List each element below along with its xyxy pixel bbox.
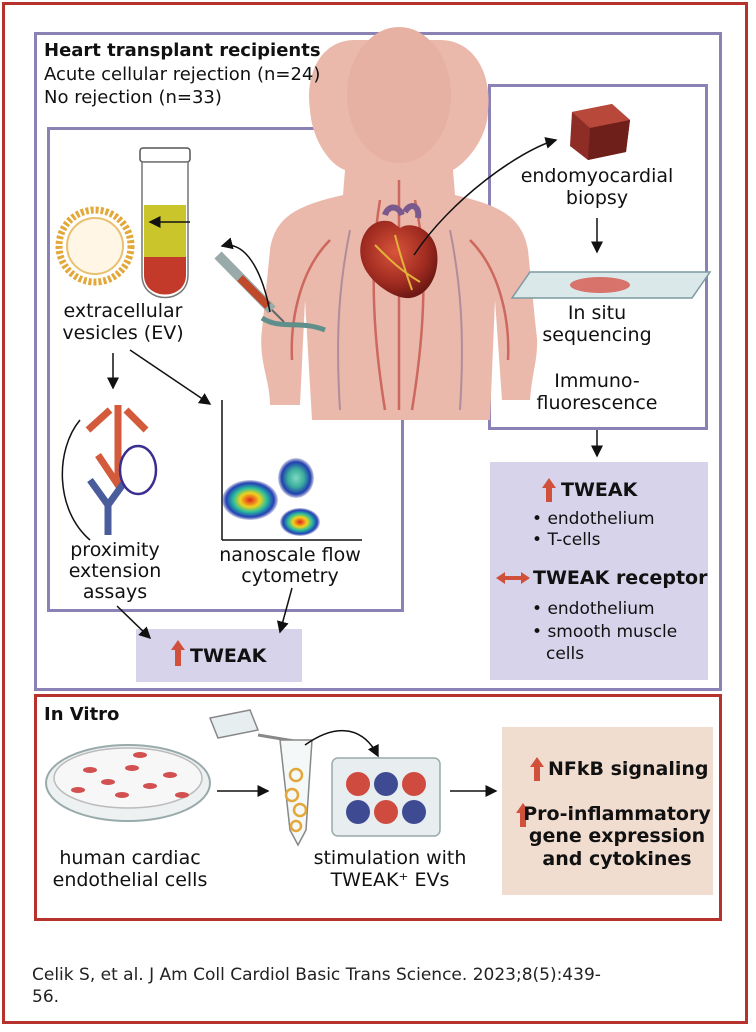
if-label-line1: Immuno- xyxy=(554,370,640,392)
cells-label: human cardiac endothelial cells xyxy=(40,847,220,892)
cohort-no-rejection: No rejection (n=33) xyxy=(44,87,222,108)
sequencing-label: In situ sequencing xyxy=(505,302,689,347)
ev-result-box xyxy=(136,629,302,682)
biopsy-label-line2: biopsy xyxy=(565,186,629,209)
ev-label: extracellular vesicles (EV) xyxy=(48,300,198,345)
if-label-line2: fluorescence xyxy=(536,391,658,414)
receptor-item-smooth-muscle: smooth muscle xyxy=(547,622,678,642)
cells-label-line1: human cardiac xyxy=(59,847,201,869)
citation: Celik S, et al. J Am Coll Cardiol Basic … xyxy=(32,964,601,1008)
eppendorf-tube-icon xyxy=(208,709,313,847)
flow-arrows xyxy=(107,137,603,797)
biopsy-result-box xyxy=(490,462,708,680)
cohort-rejection: Acute cellular rejection (n=24) xyxy=(44,64,321,85)
in-vitro-title: In Vitro xyxy=(44,704,120,725)
cohort-title: Heart transplant recipients xyxy=(44,40,321,61)
ev-result-tweak: TWEAK xyxy=(190,645,267,667)
receptor-item-3: cells xyxy=(546,644,585,664)
tweak-item-endothelium: endothelium xyxy=(547,509,655,529)
antibody-icon xyxy=(61,405,158,541)
biopsy-label-line1: endomyocardial xyxy=(520,165,674,187)
citation-line1: Celik S, et al. J Am Coll Cardiol Basic … xyxy=(32,965,601,985)
petri-dish-icon xyxy=(45,744,211,822)
tweak-item-tcells: T-cells xyxy=(547,530,601,550)
test-tube-icon xyxy=(139,147,191,299)
tweak-item-1: • endothelium xyxy=(532,509,655,529)
nfc-label-line1: nanoscale flow xyxy=(219,544,361,566)
stimulation-label-line2: TWEAK⁺ EVs xyxy=(330,868,450,891)
citation-line2: 56. xyxy=(32,987,60,1008)
tweak-item-2: • T-cells xyxy=(532,530,601,550)
cells-label-line2: endothelial cells xyxy=(52,868,208,891)
nfc-label: nanoscale flow cytometry xyxy=(210,545,370,587)
sequencing-label-line1: In situ xyxy=(567,302,627,324)
bidirectional-arrow-icon xyxy=(496,572,530,584)
tweak-title: TWEAK xyxy=(561,479,638,501)
ev-label-line2: vesicles (EV) xyxy=(62,322,184,345)
inflammatory-label: Pro-inflammatory gene expression and cyt… xyxy=(522,803,712,870)
in-vitro-panel xyxy=(34,694,722,921)
syringe-icon xyxy=(214,251,326,333)
receptor-item-2: • smooth muscle xyxy=(532,622,678,642)
inflammatory-line3: and cytokines xyxy=(542,847,692,870)
stimulation-label: stimulation with TWEAK⁺ EVs xyxy=(300,847,480,892)
pea-label-line3: assays xyxy=(82,580,148,603)
receptor-title: TWEAK receptor xyxy=(533,567,708,589)
inflammatory-line2: gene expression xyxy=(528,825,706,848)
pea-label: proximity extension assays xyxy=(50,540,180,603)
increase-arrow-icons xyxy=(171,478,556,827)
receptor-item-1: • endothelium xyxy=(532,599,655,619)
tissue-biopsy-icon xyxy=(570,104,630,160)
ev-label-line1: extracellular xyxy=(63,300,183,322)
in-vitro-result-box xyxy=(502,727,713,895)
sequencing-label-line2: sequencing xyxy=(542,323,652,346)
extracellular-vesicle-icon xyxy=(55,206,135,286)
nfkb-label: NFkB signaling xyxy=(548,758,709,780)
flow-cytometry-plot-icon xyxy=(221,400,362,541)
pea-label-line1: proximity xyxy=(70,539,160,561)
well-plate-icon xyxy=(331,757,441,837)
heart-icon xyxy=(360,203,438,299)
outer-frame xyxy=(2,2,748,1024)
nfc-label-line2: cytometry xyxy=(241,564,339,587)
immunofluorescence-label: Immuno- fluorescence xyxy=(505,370,689,415)
inflammatory-line1: Pro-inflammatory xyxy=(523,803,711,825)
human-figure-icon xyxy=(261,27,538,420)
pea-label-line2: extension xyxy=(68,559,162,582)
ev-analysis-panel-top-border xyxy=(47,127,347,130)
stimulation-label-line1: stimulation with xyxy=(313,847,467,869)
receptor-item-endothelium: endothelium xyxy=(547,599,655,619)
microscope-slide-icon xyxy=(510,271,712,299)
biopsy-label: endomyocardial biopsy xyxy=(505,165,689,210)
